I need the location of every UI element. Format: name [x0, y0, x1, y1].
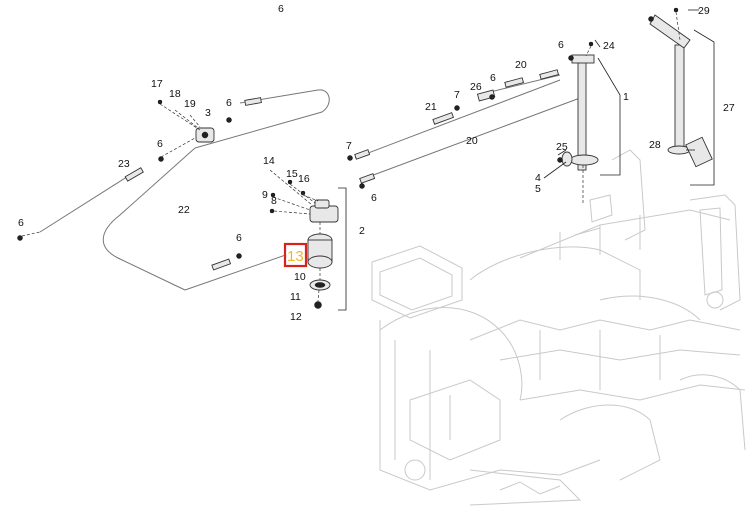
callout-6f: 6 — [371, 192, 377, 204]
fitting-26 — [347, 89, 496, 189]
callout-1: 1 — [623, 91, 629, 103]
callout-6g: 6 — [558, 39, 564, 51]
cable-assembly-20 — [354, 69, 581, 184]
sender-unit-1 — [557, 41, 621, 205]
leader-lines — [543, 9, 699, 179]
callout-5: 5 — [535, 183, 541, 195]
callout-20a: 20 — [515, 59, 527, 71]
callout-16: 16 — [298, 173, 310, 185]
callout-18: 18 — [169, 88, 181, 100]
callout-6e: 6 — [490, 72, 496, 84]
callout-12: 12 — [290, 311, 302, 323]
callout-17: 17 — [151, 78, 163, 90]
callout-9: 9 — [262, 189, 268, 201]
callout-26: 26 — [470, 81, 482, 93]
callout-6a: 6 — [226, 97, 232, 109]
callout-15: 15 — [286, 168, 298, 180]
callout-7b: 7 — [346, 140, 352, 152]
callout-20b: 20 — [466, 135, 478, 147]
callout-10: 10 — [294, 271, 306, 283]
callout-2: 2 — [359, 225, 365, 237]
callout-23: 23 — [118, 158, 130, 170]
callout-6b: 6 — [157, 138, 163, 150]
machine-frame — [371, 149, 746, 506]
filter-assembly-2 — [269, 169, 347, 311]
callout-19: 19 — [184, 98, 196, 110]
callout-21: 21 — [425, 101, 437, 113]
highlight-box — [283, 242, 308, 268]
callout-labels: 1 2 3 4 5 6 6 6 6 6 6 6 6 7 7 8 9 10 11 … — [18, 3, 735, 323]
highlighted-callout-13[interactable]: 13 — [283, 242, 308, 268]
callout-14: 14 — [263, 155, 275, 167]
callout-6h: 6 — [278, 3, 284, 15]
callout-7a: 7 — [454, 89, 460, 101]
cable-assembly-22 — [39, 89, 330, 291]
callout-3: 3 — [205, 107, 211, 119]
highlight-label: 13 — [287, 248, 304, 265]
callout-6c: 6 — [18, 217, 24, 229]
sensor-3 — [17, 99, 242, 259]
callout-29: 29 — [698, 5, 710, 17]
callout-28: 28 — [649, 139, 661, 151]
sender-unit-27 — [648, 7, 715, 186]
callout-25: 25 — [556, 141, 568, 153]
callout-22: 22 — [178, 204, 190, 216]
callout-8: 8 — [271, 195, 277, 207]
callout-6d: 6 — [236, 232, 242, 244]
callout-4: 4 — [535, 172, 541, 184]
callout-11: 11 — [290, 291, 301, 303]
callout-24: 24 — [603, 40, 615, 52]
callout-27: 27 — [723, 102, 735, 114]
